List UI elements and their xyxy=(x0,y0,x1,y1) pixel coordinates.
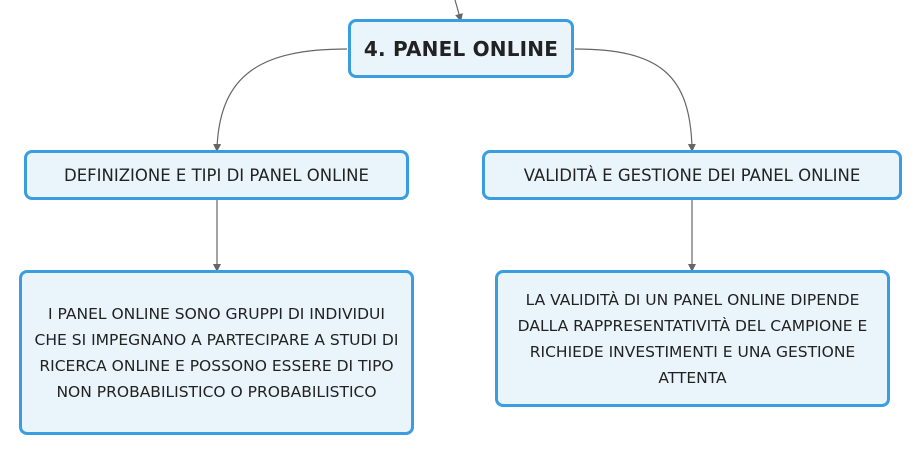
topic-label: DEFINIZIONE E TIPI DI PANEL ONLINE xyxy=(64,165,369,185)
connector-root-to-right xyxy=(574,48,696,152)
detail-definizione[interactable]: I PANEL ONLINE SONO GRUPPI DI INDIVIDUI … xyxy=(19,270,414,435)
root-label: 4. PANEL ONLINE xyxy=(363,36,559,61)
root-node[interactable]: 4. PANEL ONLINE xyxy=(348,19,574,78)
connector-root-to-left xyxy=(213,48,348,152)
detail-text: I PANEL ONLINE SONO GRUPPI DI INDIVIDUI … xyxy=(34,304,399,401)
topic-definizione[interactable]: DEFINIZIONE E TIPI DI PANEL ONLINE xyxy=(24,150,409,200)
connector-parent-to-root xyxy=(454,0,463,22)
topic-label: VALIDITÀ E GESTIONE DEI PANEL ONLINE xyxy=(523,165,861,185)
detail-validita[interactable]: LA VALIDITÀ DI UN PANEL ONLINE DIPENDE D… xyxy=(495,270,890,407)
topic-validita[interactable]: VALIDITÀ E GESTIONE DEI PANEL ONLINE xyxy=(482,150,902,200)
detail-text: LA VALIDITÀ DI UN PANEL ONLINE DIPENDE D… xyxy=(517,290,868,387)
